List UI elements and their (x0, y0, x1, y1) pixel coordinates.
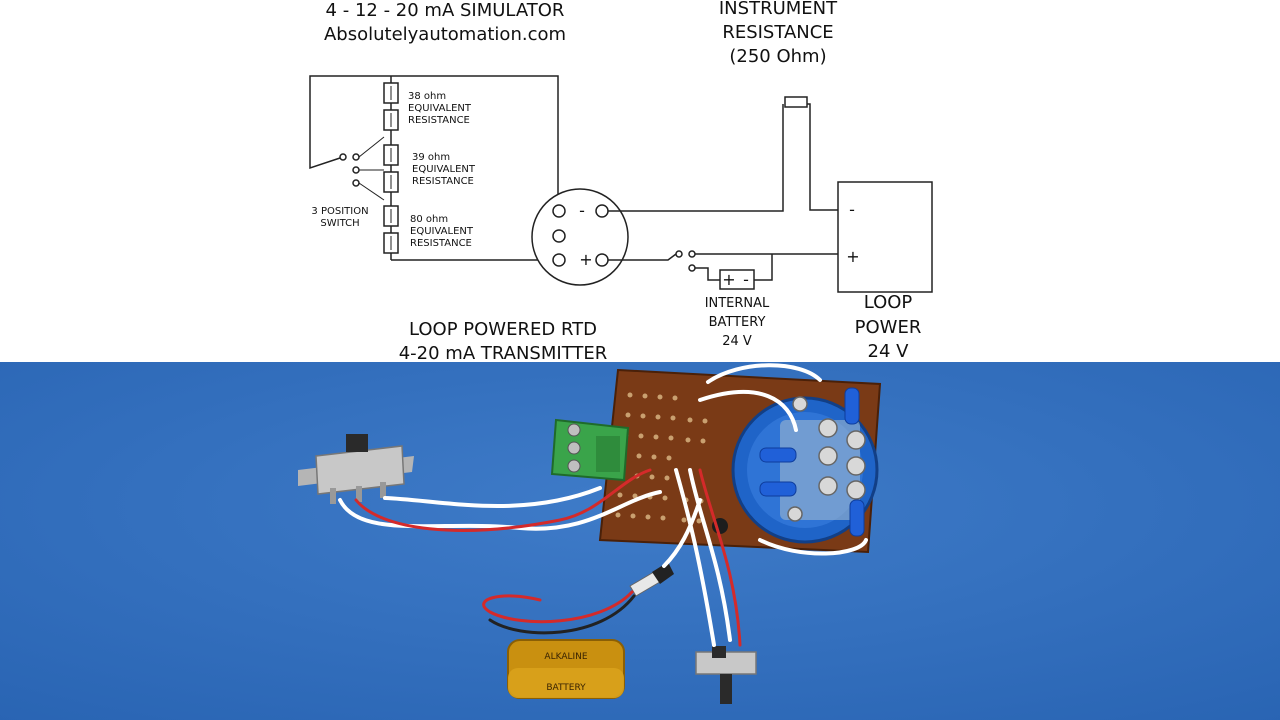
instrument-label-3: (250 Ohm) (729, 46, 826, 67)
wire-top (391, 75, 559, 195)
transmitter-label-2: 4-20 mA TRANSMITTER (399, 343, 608, 364)
loop-power-label-1: LOOP (864, 292, 913, 313)
resistor-39-value: 39 ohm (412, 152, 450, 163)
battery-minus-sign: - (743, 270, 749, 289)
resistor-38-value: 38 ohm (408, 91, 446, 102)
battery-label-3: 24 V (722, 334, 752, 349)
loop-plus-sign: + (846, 247, 859, 266)
instrument-label-1: INSTRUMENT (719, 0, 838, 19)
resistor-39-line2: RESISTANCE (412, 176, 474, 187)
wire-plus (608, 253, 677, 261)
battery-pack: ALKALINE BATTERY (507, 639, 625, 699)
loop-power-box (837, 181, 933, 293)
green-terminal-block (550, 418, 630, 482)
resistor-38-line2: RESISTANCE (408, 115, 470, 126)
battery-print-2: BATTERY (546, 683, 586, 693)
photo-panel: ALKALINE BATTERY (0, 362, 1280, 720)
wire-instrument-to-power (797, 103, 838, 211)
terminal-b (552, 229, 566, 243)
switch-label-2: SWITCH (320, 218, 359, 229)
slide-switch-3pos (298, 434, 414, 504)
photo-wires (338, 363, 868, 647)
switch2-contact-2 (688, 264, 696, 272)
battery-print-1: ALKALINE (544, 652, 587, 662)
battery-connector (629, 562, 674, 597)
resistor-80-line2: RESISTANCE (410, 238, 472, 249)
wire-left-loop (309, 75, 391, 170)
resistor-80-value: 80 ohm (410, 214, 448, 225)
rtd-transmitter (731, 387, 879, 544)
switch-label-1: 3 POSITION (311, 206, 368, 217)
wire-battery-to-power (754, 254, 773, 281)
resistor-38-line1: EQUIVALENT (408, 103, 472, 114)
schematic-diagram (309, 75, 933, 293)
terminal-plus (595, 253, 609, 267)
transmitter-plus-sign: + (579, 250, 592, 269)
battery-label-1: INTERNAL (705, 296, 770, 311)
transmitter-minus-sign: - (579, 201, 585, 220)
wire-minus (608, 104, 784, 212)
instrument-resistor (784, 96, 808, 108)
schematic-labels: 4 - 12 - 20 mA SIMULATOR Absolutelyautom… (311, 0, 921, 364)
slide-switch-2pos (695, 646, 757, 704)
resistor-80-line1: EQUIVALENT (410, 226, 474, 237)
wire-switch-to-battery (695, 267, 720, 281)
loop-power-label-2: POWER (855, 317, 922, 338)
loop-power-label-3: 24 V (868, 341, 910, 362)
terminal-c (552, 253, 566, 267)
switch2-contact-1 (688, 250, 696, 258)
battery-plus-sign: + (722, 270, 735, 289)
terminal-a (552, 204, 566, 218)
switch2-common (675, 250, 683, 258)
instrument-label-2: RESISTANCE (722, 22, 833, 43)
battery-label-2: BATTERY (709, 315, 766, 330)
three-position-switch (339, 136, 385, 201)
transmitter-label-1: LOOP POWERED RTD (409, 319, 597, 340)
resistor-39-line1: EQUIVALENT (412, 164, 476, 175)
terminal-minus (595, 204, 609, 218)
site-url: Absolutelyautomation.com (324, 24, 566, 45)
loop-minus-sign: - (849, 200, 855, 219)
title: 4 - 12 - 20 mA SIMULATOR (326, 0, 565, 21)
